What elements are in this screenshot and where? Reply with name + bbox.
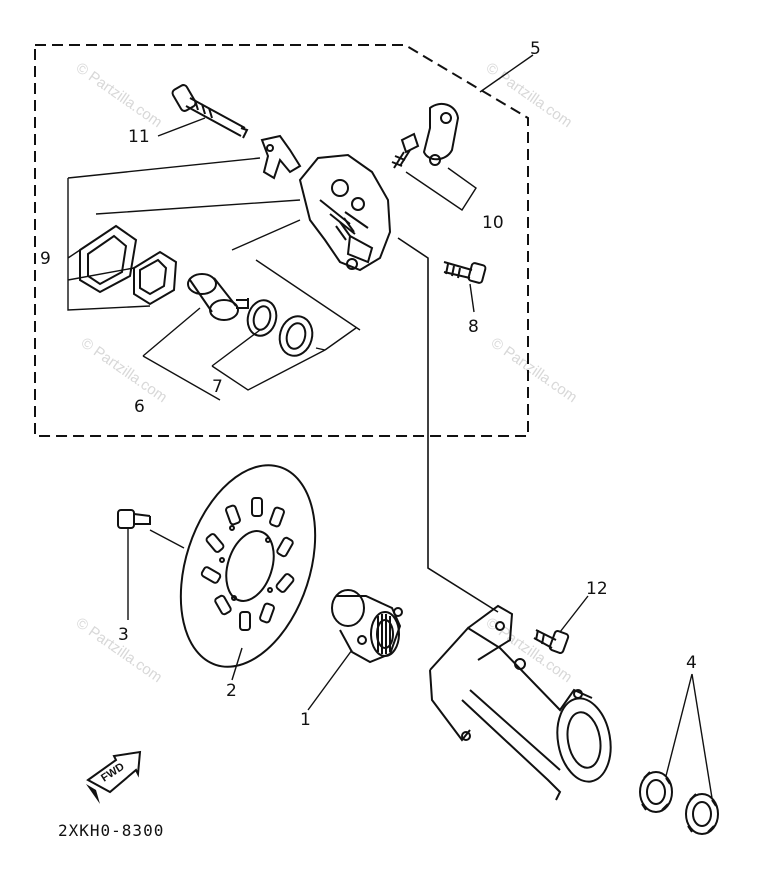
leader-8	[469, 283, 475, 313]
caliper-assembly-boundary	[34, 44, 529, 437]
callout-5: 5	[530, 39, 541, 59]
watermark-group: © Partzilla.com © Partzilla.com © Partzi…	[73, 59, 581, 686]
caliper-bracket-part	[429, 604, 612, 801]
watermark-1: © Partzilla.com	[73, 59, 166, 131]
collar-right-part	[685, 793, 719, 835]
leader-9	[67, 157, 301, 311]
pin-bolt-part	[171, 84, 249, 139]
caliper-bolt-part	[443, 261, 487, 284]
piston-seal-part	[246, 299, 278, 337]
callout-11: 11	[128, 127, 150, 147]
watermark-4: © Partzilla.com	[488, 334, 581, 406]
callout-12: 12	[586, 579, 608, 599]
leader-10	[405, 167, 477, 211]
callout-2: 2	[226, 681, 237, 701]
caliper-body-part	[298, 153, 392, 272]
bracket-bolt-part	[533, 629, 570, 654]
leader-11	[157, 117, 206, 137]
leader-5	[479, 54, 534, 93]
leader-1	[307, 649, 353, 711]
disc-bolt-part	[117, 509, 151, 529]
pad-spring-part	[260, 134, 302, 180]
callout-4: 4	[686, 653, 697, 673]
brake-disc-part	[179, 464, 317, 668]
leader-3	[127, 528, 185, 620]
diagram-code: 2XKH0-8300	[58, 821, 164, 840]
callout-8: 8	[468, 317, 479, 337]
callout-7: 7	[212, 377, 223, 397]
leader-2	[231, 647, 243, 681]
callout-10: 10	[482, 213, 504, 233]
leader-5-internal	[231, 219, 361, 331]
forward-direction-arrow: FWD	[86, 750, 142, 804]
piston-part	[187, 273, 249, 321]
callout-6: 6	[134, 397, 145, 417]
leader-12	[559, 595, 589, 633]
hub-part	[331, 589, 403, 664]
callout-3: 3	[118, 625, 129, 645]
bleed-screw-part	[391, 132, 420, 169]
brake-pad-inner-part	[133, 250, 178, 306]
collar-left-part	[639, 771, 673, 813]
leader-7	[211, 327, 357, 391]
leader-6	[142, 307, 221, 401]
dust-seal-part	[278, 315, 314, 357]
brake-pad-outer-part	[79, 224, 138, 294]
callout-9: 9	[40, 249, 51, 269]
caliper-to-bracket-leader	[397, 237, 499, 613]
callout-1: 1	[300, 710, 311, 730]
leader-4	[665, 673, 713, 799]
bleed-cap-part	[422, 102, 460, 166]
